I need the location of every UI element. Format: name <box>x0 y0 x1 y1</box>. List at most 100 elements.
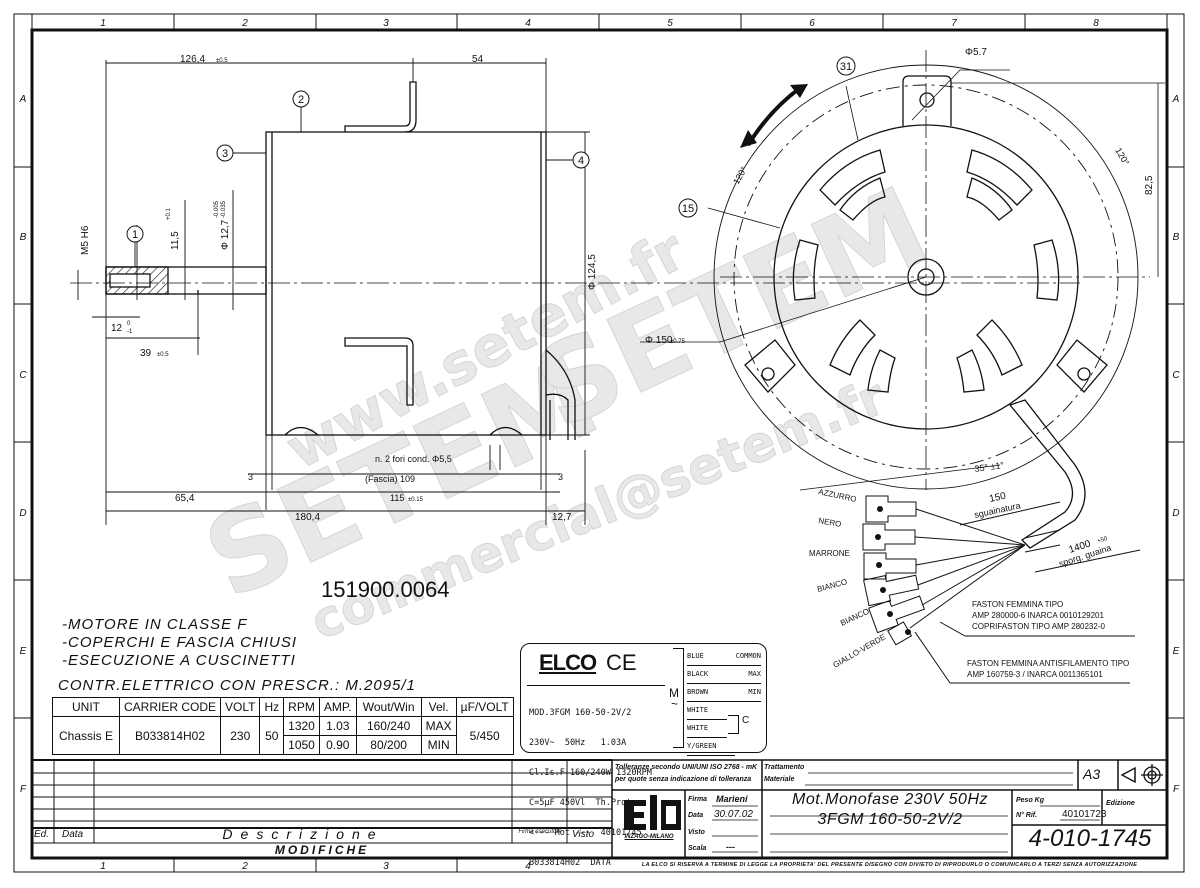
vel-cell: MAX <box>420 716 457 736</box>
table-header-row: UNIT CARRIER CODE VOLT Hz RPM AMP. Wout/… <box>52 697 514 717</box>
svg-text:C: C <box>1172 370 1180 381</box>
svg-text:Φ 12,7: Φ 12,7 <box>220 219 231 250</box>
data-label: Data <box>688 812 704 819</box>
edizione-label: Edizione <box>1106 800 1135 807</box>
svg-text:D: D <box>1172 508 1179 519</box>
svg-text:1: 1 <box>132 229 138 241</box>
scala-label: Scala <box>688 845 707 852</box>
svg-text:150: 150 <box>988 491 1007 505</box>
svg-text:GIALLO-VERDE: GIALLO-VERDE <box>832 632 888 669</box>
wiring-labels: AZZURRO NERO MARRONE BIANCO BIANCO GIALL… <box>809 487 1129 679</box>
drawing-title-1: Mot.Monofase 230V 50Hz <box>792 791 988 808</box>
col-header: CARRIER CODE <box>118 697 222 717</box>
rif-value: 40101723 <box>1062 809 1107 820</box>
modifiche-title: MODIFICHE <box>274 843 370 857</box>
svg-text:11,5: 11,5 <box>170 231 181 250</box>
svg-text:4: 4 <box>525 18 531 29</box>
svg-text:54: 54 <box>472 54 484 65</box>
svg-text:NERO: NERO <box>818 516 842 529</box>
motor-symbol: M <box>669 686 679 700</box>
svg-text:A: A <box>1172 94 1180 105</box>
visto-label: Visto <box>688 829 705 836</box>
svg-text:82,5: 82,5 <box>1144 175 1155 195</box>
svg-text:180,4: 180,4 <box>295 512 320 523</box>
sheet-frame <box>13 13 1185 873</box>
drawing-number: 4-010-1745 <box>1028 825 1152 852</box>
svg-text:BIANCO: BIANCO <box>816 577 848 594</box>
watt-cell: 160/240 <box>355 716 422 736</box>
wire-harness <box>862 495 1141 684</box>
svg-text:F: F <box>1173 784 1180 795</box>
note-line: -COPERCHI E FASCIA CHIUSI <box>62 634 298 651</box>
unit-cell: Chassis E <box>52 716 120 755</box>
svg-text:-0.035: -0.035 <box>221 200 227 218</box>
tolerance-note: Tolleranze secondo UNI/UNI ISO 2768 - mK… <box>615 764 758 783</box>
svg-text:±0.5: ±0.5 <box>157 352 169 358</box>
svg-text:120°: 120° <box>1113 146 1131 167</box>
svg-text:MARRONE: MARRONE <box>809 549 850 558</box>
title-block-grid <box>611 759 1168 859</box>
svg-text:3: 3 <box>222 148 228 160</box>
svg-text:+0.1: +0.1 <box>166 207 172 220</box>
amp-cell: 1.03 <box>318 716 357 736</box>
svg-text:E: E <box>1173 646 1180 657</box>
rev-col-visto: Visto <box>572 829 595 840</box>
rotation-arrowheads-icon <box>740 84 808 148</box>
control-note: CONTR.ELETTRICO CON PRESCR.: M.2095/1 <box>58 677 416 694</box>
firma-value: Marieni <box>716 794 748 804</box>
front-view-centerlines <box>640 50 1165 491</box>
svg-text:Φ 150: Φ 150 <box>645 335 673 346</box>
svg-text:n. 2 fori cond. Φ5,5: n. 2 fori cond. Φ5,5 <box>375 454 452 464</box>
svg-text:3: 3 <box>558 472 563 482</box>
svg-text:D: D <box>19 508 26 519</box>
rotation-arrow-icon <box>746 86 802 147</box>
svg-text:B: B <box>1173 232 1180 243</box>
data-value: 30.07.02 <box>714 809 753 820</box>
side-view-labels: 126,4 ±0.5 54 M5 H6 11,5 +0.1 Φ 12,7 -0.… <box>80 54 598 602</box>
svg-text:4: 4 <box>578 155 584 167</box>
part-number: 151900.0064 <box>321 577 449 602</box>
svg-text:8: 8 <box>1093 18 1099 29</box>
scala-value: --- <box>726 842 735 852</box>
svg-text:12: 12 <box>111 323 123 334</box>
elco-logo-icon <box>624 795 681 830</box>
svg-text:12,7: 12,7 <box>552 512 572 523</box>
amp-cell: 0.90 <box>318 735 357 755</box>
grid-labels: 1 2 3 4 5 6 7 8 1 2 3 4 A B C D E F A B … <box>19 18 1181 872</box>
svg-text:FASTON FEMMINA ANTISFILAMENTO: FASTON FEMMINA ANTISFILAMENTO TIPO <box>967 659 1129 668</box>
svg-text:5: 5 <box>667 18 673 29</box>
side-view-dimensions <box>77 58 590 525</box>
svg-text:B: B <box>20 232 27 243</box>
svg-text:M5 H6: M5 H6 <box>80 225 91 255</box>
capacitor-label: C <box>742 715 750 726</box>
carrier-code-cell: B033814H02 <box>118 716 222 755</box>
svg-text:0: 0 <box>127 321 131 327</box>
spec-table: UNIT CARRIER CODE VOLT Hz RPM AMP. Wout/… <box>52 697 514 755</box>
material-label: Materiale <box>764 776 795 783</box>
col-header: Wout/Win <box>355 697 422 717</box>
drawing-title-2: 3FGM 160-50-2V/2 <box>817 811 963 828</box>
svg-text:39: 39 <box>140 348 152 359</box>
svg-text:C: C <box>19 370 27 381</box>
company-city: INZAGO-MILANO <box>624 834 674 840</box>
svg-text:6: 6 <box>809 18 815 29</box>
rev-col-descrizione: Descrizione <box>222 826 384 842</box>
note-line: -ESECUZIONE A CUSCINETTI <box>62 652 296 669</box>
rpm-cell: 1050 <box>283 735 320 755</box>
peso-label: Peso Kg <box>1016 797 1045 804</box>
svg-text:±0.5: ±0.5 <box>216 58 228 64</box>
svg-text:2: 2 <box>241 18 248 29</box>
svg-text:35° ±1°: 35° ±1° <box>974 460 1005 474</box>
col-header: Hz <box>259 697 285 717</box>
table-row: 1050 0.90 80/200 MIN <box>53 735 514 755</box>
col-header: UNIT <box>52 697 120 717</box>
firma-label: Firma <box>688 796 708 803</box>
ac-symbol: ~ <box>671 697 679 711</box>
svg-text:Φ5.7: Φ5.7 <box>965 47 987 58</box>
treatment-label: Trattamento <box>764 764 805 771</box>
col-header: µF/VOLT <box>455 697 514 717</box>
svg-text:2: 2 <box>298 94 304 106</box>
svg-text:E: E <box>20 646 27 657</box>
